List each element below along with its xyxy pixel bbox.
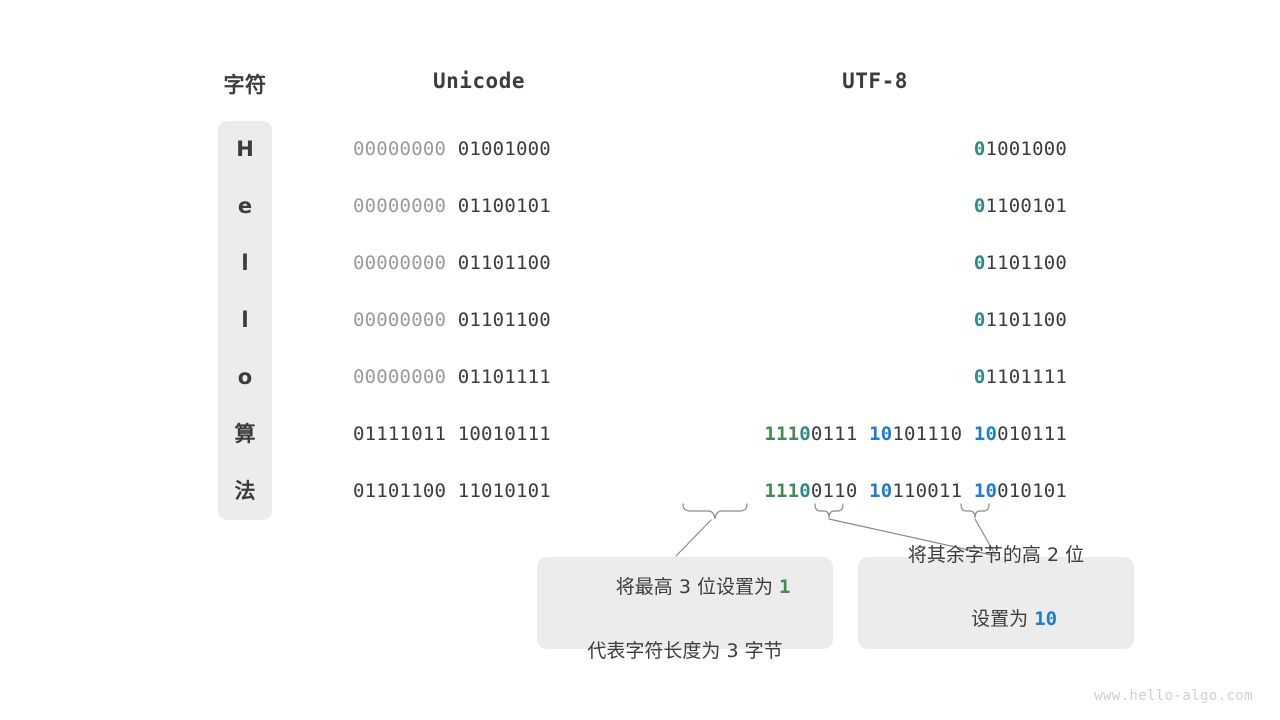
utf8-byte-prefix: 10 (869, 423, 893, 445)
callout-2-highlight: 10 (1034, 608, 1058, 630)
utf8-byte-gap (857, 423, 869, 445)
unicode-low-byte: 01100101 (457, 195, 551, 217)
utf8-byte-prefix: 10 (869, 480, 893, 502)
utf8-byte-prefix: 0 (973, 252, 986, 274)
callout-1-line-1-pre: 将最高 3 位设置为 (615, 576, 779, 598)
unicode-byte-gap (446, 195, 458, 217)
unicode-byte-gap (446, 480, 458, 502)
unicode-byte-gap (446, 309, 458, 331)
callout-leading-bits: 将最高 3 位设置为 1 代表字符长度为 3 字节 (537, 557, 833, 662)
unicode-byte-gap (446, 138, 458, 160)
watermark: www.hello-algo.com (1094, 688, 1253, 704)
callout-2-line-1: 将其余字节的高 2 位 (907, 544, 1085, 566)
utf8-byte-prefix: 0 (973, 195, 986, 217)
unicode-high-byte: 00000000 (353, 195, 447, 217)
utf8-cell: 11100111 10101110 10010111 (764, 406, 1067, 463)
callout-2-line-2-pre: 设置为 (971, 608, 1035, 630)
unicode-high-byte: 00000000 (353, 252, 447, 274)
utf8-byte-payload: 1101100 (985, 252, 1067, 274)
utf8-byte-prefix: 111 (764, 423, 800, 445)
char-column-panel (218, 121, 272, 520)
char-cell: l (241, 251, 249, 275)
char-cell: e (237, 194, 253, 218)
utf8-byte-prefix: 0 (973, 309, 986, 331)
utf8-byte-payload: 101110 (892, 423, 963, 445)
utf8-cell: 01001000 (974, 121, 1067, 178)
unicode-low-byte: 10010111 (457, 423, 551, 445)
char-cell: 算 (234, 422, 256, 446)
column-header-unicode: Unicode (432, 69, 525, 93)
char-cell: H (236, 137, 254, 161)
unicode-low-byte: 01101100 (457, 309, 551, 331)
unicode-cell: 00000000 01101100 (353, 235, 606, 292)
utf8-byte-payload: 1101100 (985, 309, 1067, 331)
char-cell: o (237, 365, 253, 389)
utf8-cell: 01100101 (974, 178, 1067, 235)
utf8-byte-payload: 010111 (997, 423, 1067, 445)
column-header-char: 字符 (223, 73, 267, 97)
char-cell: 法 (234, 479, 256, 503)
unicode-cell: 00000000 01001000 (353, 121, 606, 178)
unicode-high-byte: 00000000 (353, 366, 447, 388)
unicode-high-byte: 01111011 (353, 423, 447, 445)
utf8-cell: 01101111 (974, 349, 1067, 406)
unicode-cell: 00000000 01101100 (353, 292, 606, 349)
unicode-high-byte: 00000000 (353, 138, 447, 160)
utf8-byte-prefix-terminator: 0 (799, 423, 811, 445)
utf8-byte-gap (857, 480, 869, 502)
utf8-byte-prefix: 111 (764, 480, 800, 502)
unicode-low-byte: 01101111 (457, 366, 551, 388)
callout-continuation-bits: 将其余字节的高 2 位 设置为 10 (858, 544, 1134, 649)
utf8-byte-payload: 0110 (810, 480, 858, 502)
callout-1-line-1: 将最高 3 位设置为 1 (580, 539, 791, 635)
utf8-byte-prefix: 10 (973, 480, 998, 502)
column-header-utf8: UTF-8 (842, 69, 908, 93)
unicode-byte-gap (446, 252, 458, 274)
unicode-low-byte: 01101100 (457, 252, 551, 274)
utf8-byte-gap (962, 423, 974, 445)
utf8-byte-payload: 1001000 (985, 138, 1067, 160)
utf8-byte-payload: 0111 (810, 423, 858, 445)
callout-1-line-2: 代表字符长度为 3 字节 (587, 640, 783, 662)
utf8-byte-gap (962, 480, 974, 502)
brace-leading-bits (682, 503, 748, 520)
callout-1-highlight: 1 (779, 576, 791, 598)
utf8-cell: 11100110 10110011 10010101 (764, 463, 1067, 520)
utf8-byte-prefix: 10 (973, 423, 998, 445)
utf8-byte-prefix-terminator: 0 (799, 480, 811, 502)
unicode-high-byte: 01101100 (353, 480, 447, 502)
unicode-byte-gap (446, 423, 458, 445)
unicode-low-byte: 11010101 (457, 480, 551, 502)
unicode-cell: 00000000 01100101 (353, 178, 606, 235)
unicode-cell: 01101100 11010101 (353, 463, 606, 520)
char-cell: l (241, 308, 249, 332)
unicode-cell: 00000000 01101111 (353, 349, 606, 406)
callout-2-line-2: 设置为 10 (935, 571, 1057, 667)
unicode-cell: 01111011 10010111 (353, 406, 606, 463)
unicode-byte-gap (446, 366, 458, 388)
utf8-cell: 01101100 (974, 235, 1067, 292)
utf8-cell: 01101100 (974, 292, 1067, 349)
utf8-byte-payload: 010101 (997, 480, 1067, 502)
utf8-byte-payload: 1101111 (985, 366, 1067, 388)
utf8-byte-payload: 1100101 (985, 195, 1067, 217)
unicode-high-byte: 00000000 (353, 309, 447, 331)
utf8-byte-prefix: 0 (973, 366, 986, 388)
utf8-byte-payload: 110011 (892, 480, 963, 502)
utf8-byte-prefix: 0 (973, 138, 986, 160)
unicode-low-byte: 01001000 (457, 138, 551, 160)
